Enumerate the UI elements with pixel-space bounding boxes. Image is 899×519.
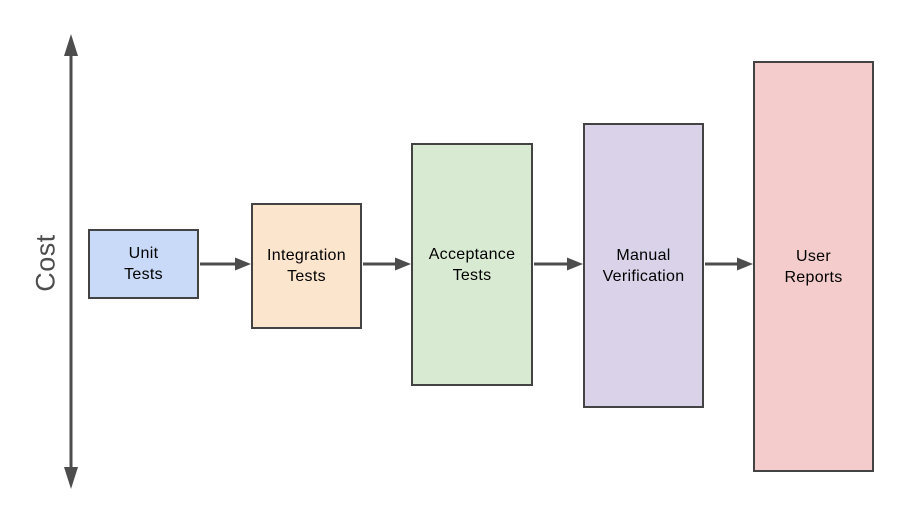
stage-label-manual-verification: Manual Verification: [602, 246, 685, 285]
right-arrowhead-icon: [737, 257, 753, 271]
stage-label-unit-tests: Unit Tests: [124, 245, 163, 283]
axis-down-arrowhead-icon: [64, 467, 78, 489]
stage-box-integration-tests: Integration Tests: [251, 203, 362, 329]
right-arrowhead-icon: [235, 257, 251, 271]
stage-label-integration-tests: Integration Tests: [267, 247, 346, 285]
right-arrowhead-icon: [395, 257, 411, 271]
stage-box-unit-tests: Unit Tests: [88, 229, 199, 299]
cost-axis-arrow: [64, 34, 78, 489]
stage-label-user-reports: User Reports: [784, 247, 843, 286]
flow-arrow-1: [200, 257, 251, 271]
cost-axis-label: Cost: [30, 234, 61, 292]
flow-arrow-4: [705, 257, 753, 271]
stage-box-acceptance-tests: Acceptance Tests: [411, 143, 533, 386]
flow-arrow-2: [363, 257, 411, 271]
stage-box-user-reports: User Reports: [753, 61, 874, 472]
right-arrowhead-icon: [567, 257, 583, 271]
axis-up-arrowhead-icon: [64, 34, 78, 56]
stage-label-acceptance-tests: Acceptance Tests: [428, 245, 516, 284]
stage-box-manual-verification: Manual Verification: [583, 123, 704, 408]
flow-arrow-3: [534, 257, 583, 271]
